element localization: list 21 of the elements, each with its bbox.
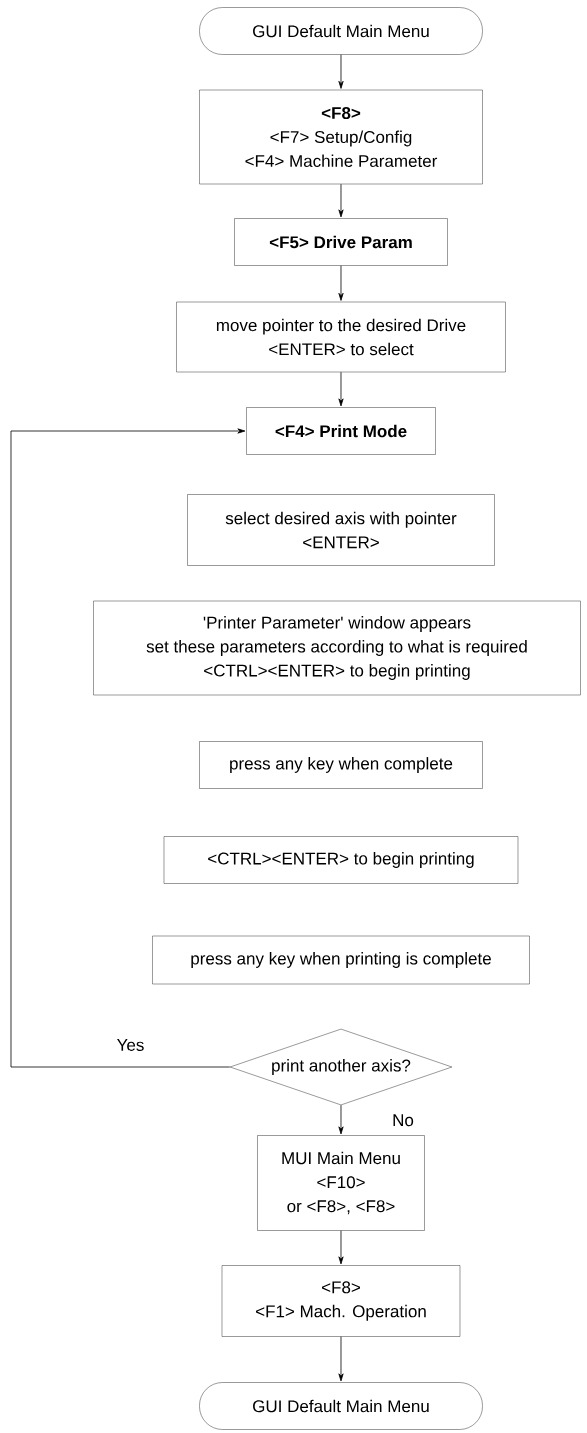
arrow	[338, 54, 344, 89]
process-box: select desired axis with pointer <ENTER>	[187, 494, 495, 566]
arrow	[338, 183, 344, 218]
process-box: MUI Main Menu <F10> or <F8>, <F8>	[257, 1135, 425, 1231]
process-box: <F8> <F1> Mach. Operation	[221, 1265, 461, 1337]
process-box: <F4> Print Mode	[246, 407, 436, 455]
process-box: 'Printer Parameter' window appears set these parameters according to what is required <CTRL><ENTER> to begin printing	[93, 600, 581, 696]
arrow	[338, 1336, 344, 1382]
arrow	[338, 371, 344, 407]
process-box: <F8> <F7> Setup/Config <F4> Machine Parameter	[199, 89, 483, 185]
arrow	[338, 1230, 344, 1265]
edge-label: No	[391, 1113, 415, 1128]
process-box: <F5> Drive Param	[234, 218, 448, 266]
arrow	[10, 428, 246, 1068]
arrow	[338, 1104, 344, 1135]
arrow	[338, 265, 344, 301]
process-box: press any key when printing is complete	[152, 935, 530, 985]
edge-label: Yes	[115, 1038, 146, 1052]
process-box: press any key when complete	[199, 741, 483, 789]
process-box: move pointer to the desired Drive <ENTER> to select	[176, 301, 506, 373]
process-box: <CTRL><ENTER> to begin printing	[163, 836, 519, 884]
